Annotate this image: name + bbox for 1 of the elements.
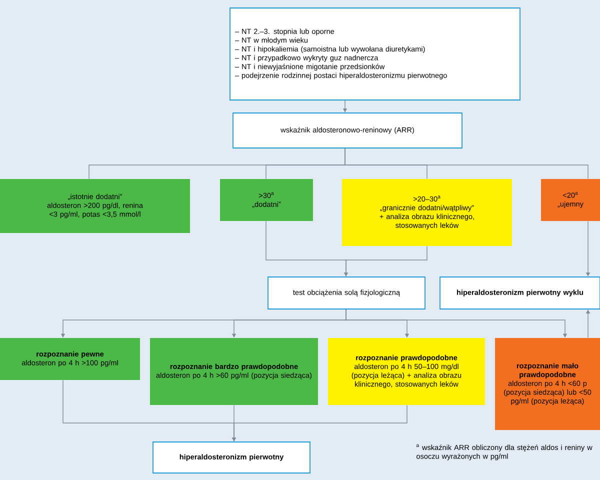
connector	[344, 148, 588, 180]
